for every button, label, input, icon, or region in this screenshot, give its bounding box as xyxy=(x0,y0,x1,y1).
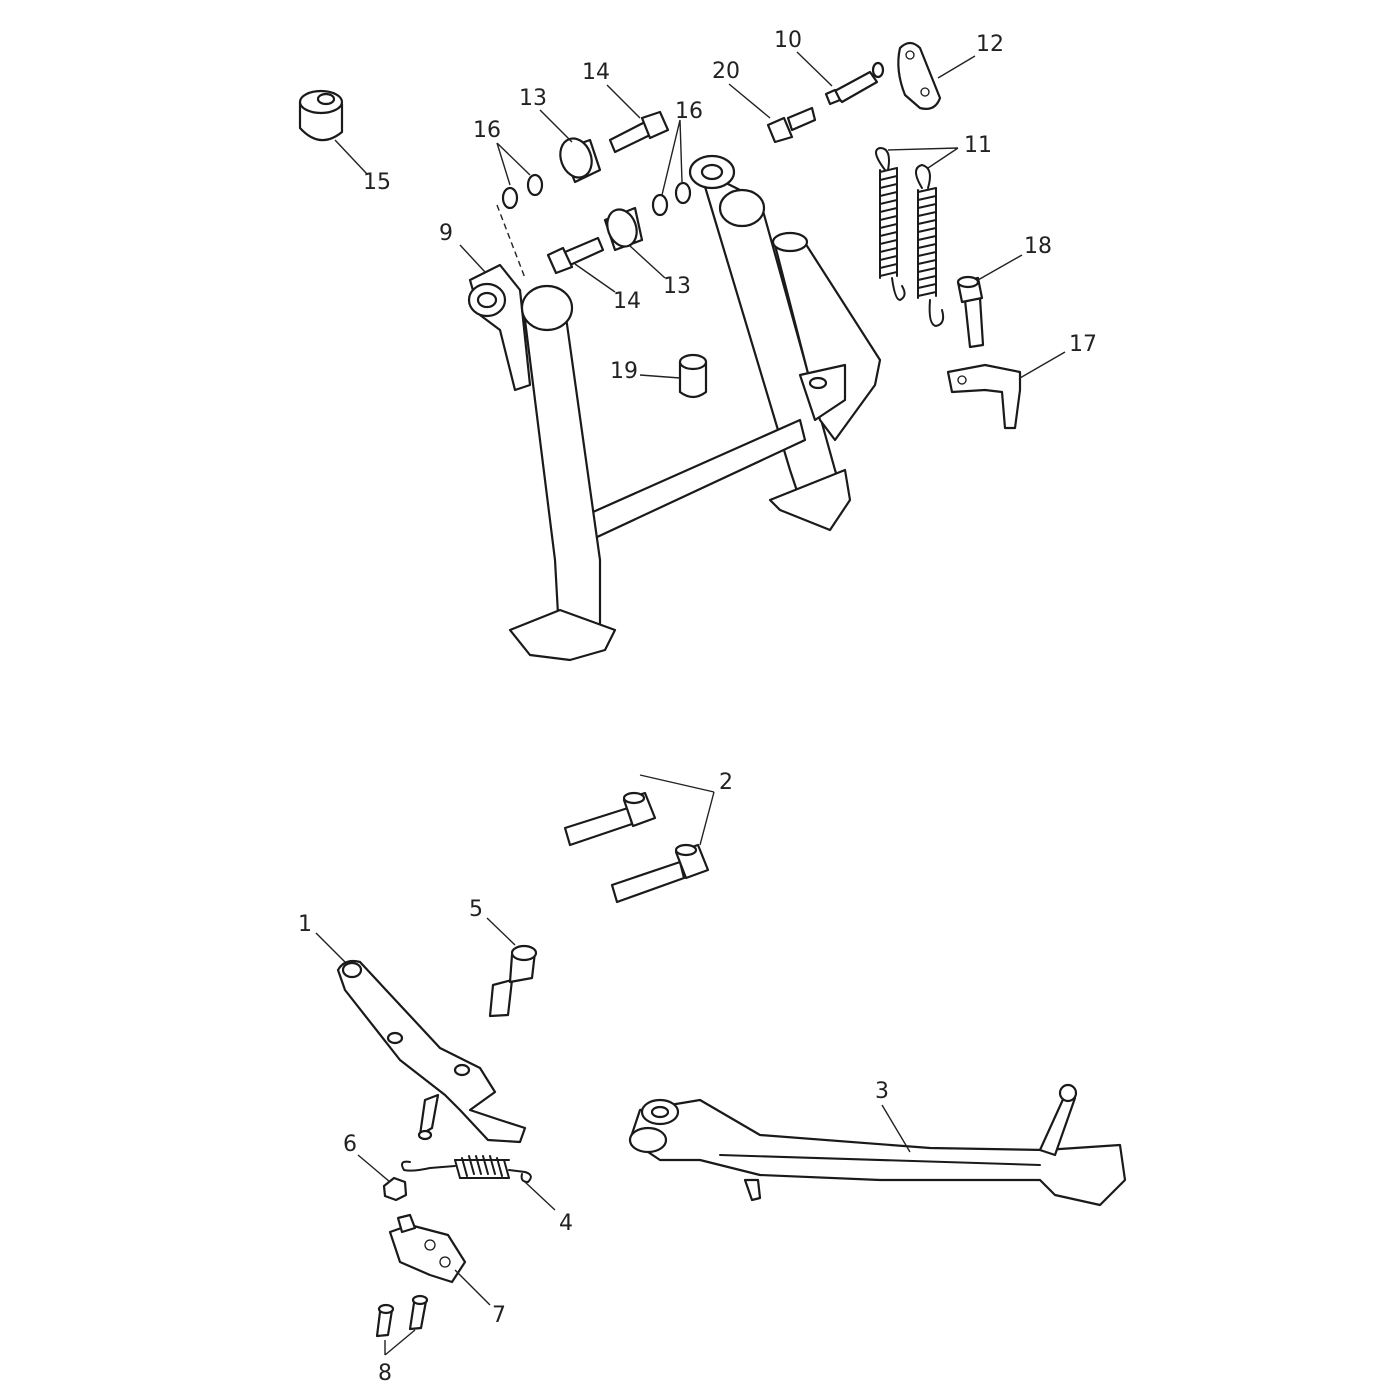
part-20-bolt xyxy=(766,106,817,144)
part-17-bracket xyxy=(946,363,1022,430)
callout-8: 8 xyxy=(378,1361,392,1386)
part-4-spring xyxy=(401,1155,532,1183)
part-8-screws xyxy=(375,1294,429,1338)
callout-16-right: 16 xyxy=(675,99,703,124)
callout-7: 7 xyxy=(492,1303,506,1328)
center-stand xyxy=(467,154,882,662)
part-3-side-stand xyxy=(628,1083,1127,1207)
callout-1: 1 xyxy=(298,912,312,937)
callout-3: 3 xyxy=(875,1079,889,1104)
part-7-switch xyxy=(388,1213,467,1284)
callout-5: 5 xyxy=(469,897,483,922)
part-19-rubber-stop xyxy=(678,353,708,399)
callout-15: 15 xyxy=(363,170,391,195)
callout-14-lower: 14 xyxy=(613,289,641,314)
part-13-bushing-upper xyxy=(559,137,602,184)
part-18-bolt xyxy=(956,275,985,349)
leader-lines xyxy=(315,51,1066,1356)
part-1-bracket xyxy=(336,959,527,1144)
part-2-bolts xyxy=(563,791,710,904)
callout-9: 9 xyxy=(439,221,453,246)
callout-16-left: 16 xyxy=(473,118,501,143)
part-11-springs xyxy=(875,147,945,327)
part-14-bolt-lower xyxy=(546,236,605,275)
part-14-bolt-upper xyxy=(608,110,670,154)
part-5-bolt xyxy=(488,944,538,1018)
callout-19: 19 xyxy=(610,359,638,384)
part-13-bushing-lower xyxy=(603,206,644,252)
callout-14-upper: 14 xyxy=(582,60,610,85)
callout-13-upper: 13 xyxy=(519,86,547,111)
callout-6: 6 xyxy=(343,1132,357,1157)
callout-2: 2 xyxy=(719,770,733,795)
callout-11: 11 xyxy=(964,133,992,158)
callout-10: 10 xyxy=(774,28,802,53)
part-16-o-rings xyxy=(501,173,692,217)
assembly-dash-line xyxy=(496,204,526,279)
callout-4: 4 xyxy=(559,1211,573,1236)
callout-18: 18 xyxy=(1024,234,1052,259)
callout-13-lower: 13 xyxy=(663,274,691,299)
callout-20: 20 xyxy=(712,59,740,84)
part-6-nut xyxy=(382,1176,408,1202)
callout-12: 12 xyxy=(976,32,1004,57)
part-15-rubber-bumper xyxy=(298,89,344,142)
callout-labels: 15 16 13 14 16 20 10 12 11 18 17 19 9 13… xyxy=(298,28,1097,1386)
part-10-pin xyxy=(824,61,885,106)
part-12-plate xyxy=(897,41,942,110)
callout-17: 17 xyxy=(1069,332,1097,357)
